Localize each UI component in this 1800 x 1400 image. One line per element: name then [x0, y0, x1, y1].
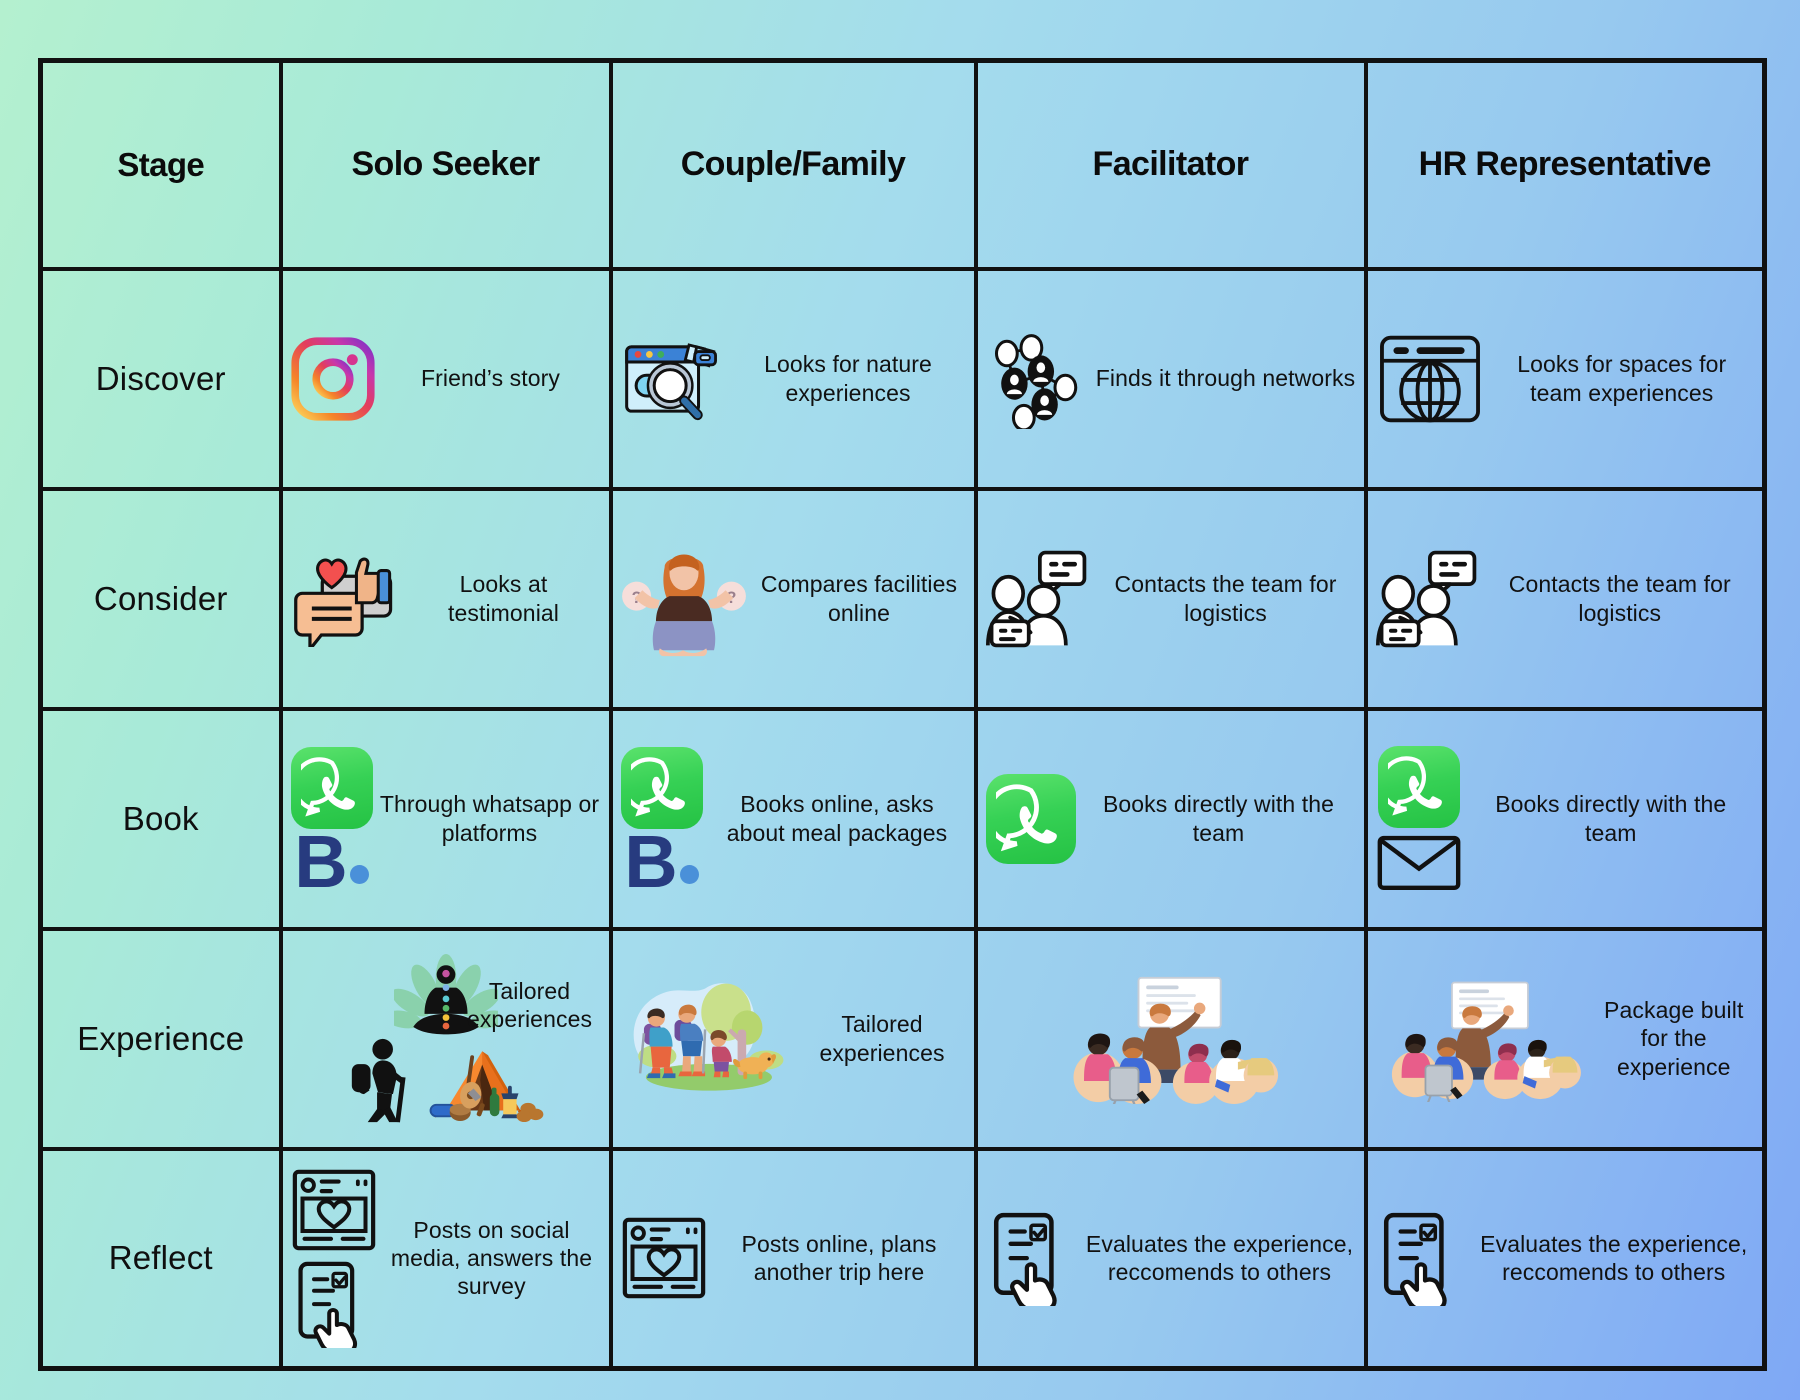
booking-dot [349, 865, 369, 885]
stage-label: Discover [95, 359, 226, 397]
meditation-lotus-icon [393, 953, 498, 1040]
whatsapp-logo-icon [1377, 745, 1460, 828]
cell-discover-hr: Looks for spaces for team experiences [1363, 266, 1767, 491]
stage-cell-experience: Experience [38, 926, 283, 1151]
camping-tent-illustration [421, 1034, 551, 1124]
network-nodes-icon [986, 329, 1090, 429]
cell-text: Posts online, plans another trip here [741, 1231, 937, 1286]
cell-text: Looks at testimonial [447, 571, 560, 626]
cell-text: Friend’s story [420, 365, 561, 392]
tablet-survey-tap-icon [1376, 1210, 1468, 1307]
whatsapp-logo-icon [290, 746, 373, 829]
cell-book-hr: Books directly with the team [1363, 706, 1767, 931]
cell-text: Books online, asks about meal packages [726, 791, 948, 846]
booking-com-logo-icon: B [294, 824, 369, 898]
social-post-heart-icon [291, 1168, 377, 1252]
tablet-survey-tap-icon [291, 1260, 377, 1349]
people-chat-icon [985, 547, 1090, 651]
cell-reflect-hr: Evaluates the experience, reccomends to … [1363, 1146, 1767, 1371]
cell-text: Evaluates the experience, reccomends to … [1085, 1231, 1354, 1286]
stage-cell-reflect: Reflect [38, 1146, 283, 1371]
table-row: Discover [38, 266, 1767, 491]
header-cell-solo: Solo Seeker [278, 58, 613, 271]
stage-label: Experience [77, 1019, 245, 1057]
whatsapp-logo-icon [985, 773, 1076, 864]
browser-globe-icon [1376, 330, 1484, 428]
cell-text: Tailored experiences [819, 1011, 945, 1066]
cell-text: Through whatsapp or platforms [379, 791, 600, 846]
testimonial-chat-icon [291, 551, 401, 647]
woman-deciding-illustration: ? ? [621, 540, 747, 658]
cell-experience-hr: Package built for the experience [1363, 926, 1767, 1151]
workshop-presentation-illustration [1056, 974, 1286, 1104]
cell-text: Compares facilities online [760, 571, 958, 626]
cell-consider-couple: ? ? Compar [608, 486, 978, 711]
cell-consider-hr: Contacts the team for logistics [1363, 486, 1767, 711]
cell-text: Books directly with the team [1495, 791, 1727, 846]
table-row: Book B Through whatsapp or platforms [38, 706, 1767, 931]
cell-book-couple: B Books online, asks about meal packages [608, 706, 978, 931]
workshop-presentation-illustration [1376, 976, 1588, 1102]
table-header-row: Stage Solo Seeker Couple/Family Facilita… [38, 58, 1767, 271]
cell-text: Evaluates the experience, reccomends to … [1480, 1231, 1748, 1286]
cell-consider-solo: Looks at testimonial [278, 486, 613, 711]
cell-discover-facilitator: Finds it through networks [973, 266, 1368, 491]
cell-text: Finds it through networks [1095, 365, 1356, 392]
column-header-label: Stage [117, 145, 205, 183]
header-cell-facilitator: Facilitator [973, 58, 1368, 271]
instagram-logo-icon [290, 336, 375, 421]
cell-book-solo: B Through whatsapp or platforms [278, 706, 613, 931]
browser-search-icon [621, 331, 725, 427]
stage-cell-consider: Consider [38, 486, 283, 711]
cell-consider-facilitator: Contacts the team for logistics [973, 486, 1368, 711]
cell-text: Looks for spaces for team experiences [1517, 351, 1727, 406]
cell-reflect-couple: Posts online, plans another trip here [608, 1146, 978, 1371]
hiker-icon [341, 1038, 415, 1124]
cell-text: Posts on social media, answers the surve… [390, 1217, 593, 1300]
social-post-heart-icon [621, 1216, 707, 1300]
family-hiking-illustration [621, 974, 793, 1104]
header-cell-couple: Couple/Family [608, 58, 978, 271]
stage-label: Book [122, 799, 199, 837]
cell-text: Books directly with the team [1102, 791, 1335, 846]
column-header-label: Facilitator [1092, 145, 1249, 184]
column-header-label: HR Representative [1418, 145, 1712, 184]
header-cell-hr: HR Representative [1363, 58, 1767, 271]
whatsapp-logo-icon [620, 746, 703, 829]
people-chat-icon [1375, 547, 1480, 651]
cell-experience-facilitator [973, 926, 1368, 1151]
booking-com-logo-icon: B [624, 824, 699, 898]
stage-label: Reflect [108, 1239, 213, 1277]
cell-reflect-solo: Posts on social media, answers the surve… [278, 1146, 613, 1371]
cell-text: Looks for nature experiences [764, 351, 932, 406]
table-row: Reflect [38, 1146, 1767, 1371]
envelope-icon [1376, 832, 1462, 892]
stage-cell-discover: Discover [38, 266, 283, 491]
cell-experience-solo: Tailored experiences [278, 926, 613, 1151]
header-cell-stage: Stage [38, 58, 283, 271]
customer-journey-table: Stage Solo Seeker Couple/Family Facilita… [38, 58, 1767, 1371]
cell-text: Package built for the experience [1604, 997, 1744, 1080]
cell-book-facilitator: Books directly with the team [973, 706, 1368, 931]
cell-reflect-facilitator: Evaluates the experience, reccomends to … [973, 1146, 1368, 1371]
stage-cell-book: Book [38, 706, 283, 931]
booking-dot [679, 865, 699, 885]
cell-text: Contacts the team for logistics [1508, 571, 1731, 626]
cell-text: Contacts the team for logistics [1114, 571, 1337, 626]
tablet-survey-tap-icon [986, 1210, 1078, 1307]
column-header-label: Couple/Family [680, 145, 906, 184]
cell-experience-couple: Tailored experiences [608, 926, 978, 1151]
table-row: Consider [38, 486, 1767, 711]
table-row: Experience [38, 926, 1767, 1151]
cell-text: Tailored experiences [466, 977, 593, 1032]
cell-discover-couple: Looks for nature experiences [608, 266, 978, 491]
cell-discover-solo: Friend’s story [278, 266, 613, 491]
stage-label: Consider [93, 579, 228, 617]
column-header-label: Solo Seeker [351, 145, 540, 184]
